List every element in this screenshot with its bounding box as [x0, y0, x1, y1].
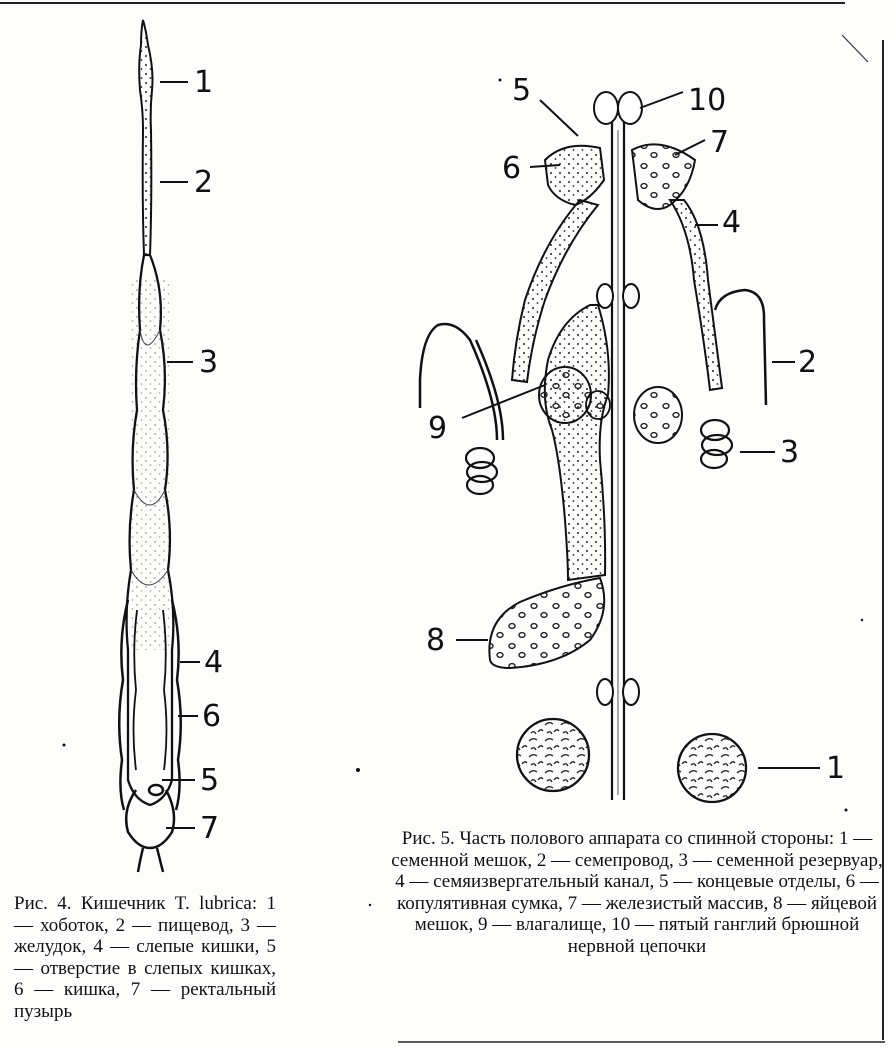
- caeca-opening-shape: [149, 785, 163, 795]
- seminal-sac-right: [678, 734, 746, 802]
- vagina-bulb-shape: [539, 367, 591, 423]
- fig5-label-7: 7: [710, 125, 729, 160]
- fig4-label-1: 1: [194, 65, 213, 100]
- fig4-label-5: 5: [200, 763, 219, 798]
- gland-mass-shape: [632, 144, 695, 209]
- fig4-label-6: 6: [202, 699, 221, 734]
- figure-5-reproductive-drawing: [420, 92, 820, 802]
- figure-4-intestine-drawing: [119, 20, 200, 872]
- fig5-label-10: 10: [688, 83, 726, 118]
- figure-5-caption-title: Рис. 5. Часть полового аппарата со спинн…: [402, 828, 839, 849]
- vagina-shape: [545, 305, 609, 580]
- fig5-label-3: 3: [780, 435, 799, 470]
- fig5-label-6: 6: [502, 151, 521, 186]
- fig4-label-3: 3: [199, 345, 218, 380]
- fig4-label-7: 7: [200, 811, 219, 846]
- egg-sac-shape: [489, 578, 604, 668]
- figure-4-caption-title: Рис. 4. Кишечник T. lubrica:: [14, 893, 267, 914]
- side-lobe-shape: [634, 387, 682, 443]
- proboscis-shape: [139, 20, 152, 255]
- fig5-label-4: 4: [722, 205, 741, 240]
- seminal-sac-left: [517, 719, 589, 791]
- fig4-label-2: 2: [194, 165, 213, 200]
- fig4-label-4: 4: [204, 645, 223, 680]
- rectal-bladder-shape: [126, 790, 174, 848]
- copulatory-bursa-shape: [545, 146, 604, 205]
- seminal-reservoir-left: [466, 448, 497, 494]
- seminal-reservoir-right: [701, 420, 732, 468]
- figure-4-caption: Рис. 4. Кишечник T. lubrica: 1 — хоботок…: [14, 893, 276, 1022]
- fig5-label-8: 8: [426, 623, 445, 658]
- figure-5-caption: Рис. 5. Часть полового аппарата со спинн…: [388, 828, 886, 957]
- fig5-label-2: 2: [798, 345, 817, 380]
- fig5-label-9: 9: [428, 411, 447, 446]
- fig5-label-1: 1: [826, 751, 845, 786]
- fig5-label-5: 5: [512, 73, 531, 108]
- ejaculatory-duct-right: [670, 200, 722, 390]
